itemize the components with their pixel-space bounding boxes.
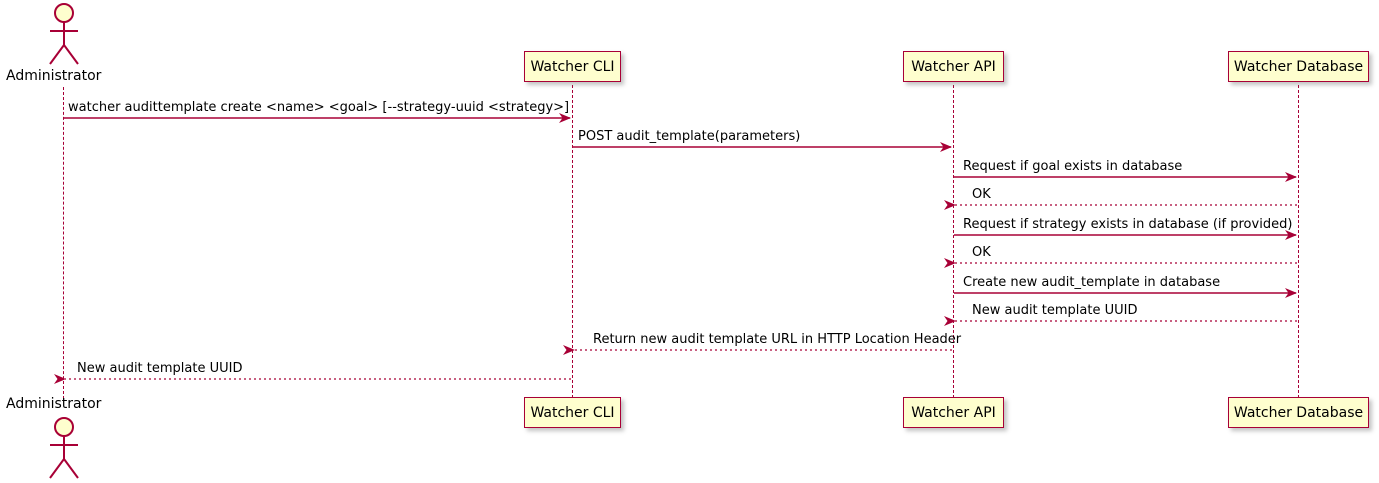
participant-label-watcher-database-top: Watcher Database — [1233, 58, 1364, 75]
message-label-1: watcher audittemplate create <name> <goa… — [68, 100, 570, 115]
participant-box-watcher-cli-top[interactable]: Watcher CLI — [524, 51, 621, 82]
actor-label-administrator-top: Administrator — [6, 68, 102, 84]
lifeline-watcher-api — [953, 85, 954, 398]
lifeline-watcher-database — [1298, 85, 1299, 398]
actor-administrator-bottom-figure — [49, 417, 79, 479]
message-label-7: Create new audit_template in database — [963, 275, 1221, 290]
message-label-5: Request if strategy exists in database (… — [963, 217, 1293, 232]
participant-label-watcher-api-top: Watcher API — [911, 58, 996, 75]
message-label-2: POST audit_template(parameters) — [578, 129, 801, 144]
participant-box-watcher-cli-bottom[interactable]: Watcher CLI — [524, 397, 621, 428]
actor-label-administrator-bottom: Administrator — [6, 396, 102, 412]
message-label-9: Return new audit template URL in HTTP Lo… — [593, 332, 962, 347]
participant-label-watcher-api-bottom: Watcher API — [911, 404, 996, 421]
participant-box-watcher-api-top[interactable]: Watcher API — [903, 51, 1004, 82]
lifeline-watcher-cli — [572, 85, 573, 398]
message-label-4: OK — [972, 187, 991, 202]
participant-box-watcher-database-top[interactable]: Watcher Database — [1228, 51, 1369, 82]
message-label-6: OK — [972, 245, 991, 260]
participant-box-watcher-database-bottom[interactable]: Watcher Database — [1228, 397, 1369, 428]
message-label-8: New audit template UUID — [972, 303, 1138, 318]
participant-box-watcher-api-bottom[interactable]: Watcher API — [903, 397, 1004, 428]
lifeline-administrator — [63, 87, 64, 399]
message-label-10: New audit template UUID — [77, 361, 243, 376]
actor-administrator-top-figure — [49, 3, 79, 65]
message-label-3: Request if goal exists in database — [963, 159, 1183, 174]
participant-label-watcher-cli-bottom: Watcher CLI — [530, 404, 615, 421]
participant-label-watcher-cli-top: Watcher CLI — [530, 58, 615, 75]
participant-label-watcher-database-bottom: Watcher Database — [1233, 404, 1364, 421]
